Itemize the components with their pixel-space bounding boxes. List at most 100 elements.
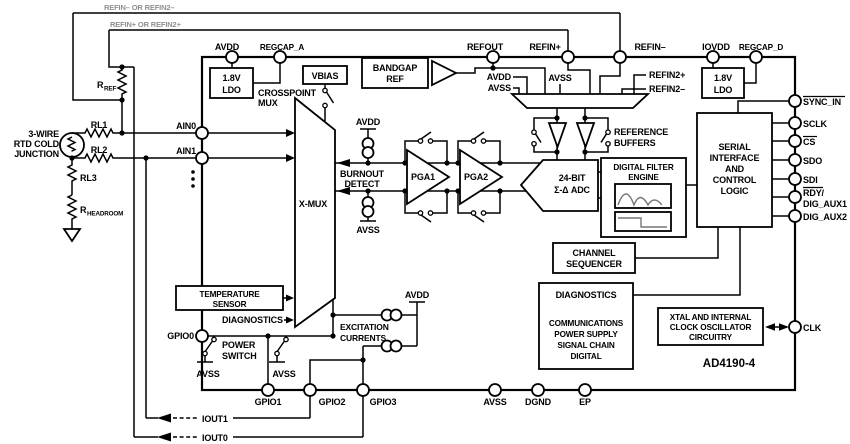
chseq-text-2: SEQUENCER bbox=[566, 259, 622, 269]
bandgap-block bbox=[361, 57, 429, 89]
sinc-curve-icon bbox=[617, 193, 663, 207]
ldo-a-text-2: LDO bbox=[222, 85, 241, 95]
label-pin-gpio3: GPIO3 bbox=[370, 397, 397, 407]
pin-avdd bbox=[225, 50, 239, 64]
label-rl1: RL1 bbox=[91, 120, 108, 130]
pin-gpio3 bbox=[356, 383, 370, 397]
step-curve-icon bbox=[618, 217, 667, 228]
refin2-plus-label: REFIN2+ bbox=[649, 70, 685, 80]
power-switch-text-2: SWITCH bbox=[222, 351, 257, 361]
burnout-text-1: BURNOUT bbox=[340, 169, 385, 179]
gpio-power-switches bbox=[197, 336, 289, 363]
label-rl3: RL3 bbox=[80, 173, 97, 183]
label-rheadroom-base: R bbox=[80, 205, 87, 215]
ref-buffer-triangle-1 bbox=[547, 122, 568, 150]
diagnostics-label: DIAGNOSTICS bbox=[222, 315, 283, 325]
label-rref-base: R bbox=[97, 80, 104, 90]
adc-block bbox=[519, 159, 599, 212]
serial-text-3: AND bbox=[725, 164, 745, 174]
current-source-icon bbox=[361, 146, 375, 159]
dfe-text-2: ENGINE bbox=[628, 173, 659, 182]
bandgap-buffer-triangle bbox=[431, 59, 459, 87]
excitation-text-2: CURRENTS bbox=[340, 333, 387, 343]
xmux-block bbox=[294, 96, 336, 329]
current-source-icon bbox=[361, 205, 375, 218]
rtd-label-1: 3-WIRE bbox=[28, 129, 59, 139]
label-pin-gpio1: GPIO1 bbox=[255, 397, 282, 407]
serial-interface-block bbox=[696, 112, 773, 228]
pin-ain0 bbox=[195, 126, 209, 140]
vbias-switch-icon bbox=[322, 84, 335, 121]
pin-iovdd bbox=[706, 50, 720, 64]
pin-rdy-dig-aux1 bbox=[788, 190, 802, 204]
burnout-avdd-label: AVDD bbox=[356, 117, 381, 127]
xtal-oscillator-block bbox=[657, 307, 764, 346]
diag-text-4: DIGITAL bbox=[570, 352, 601, 361]
pga2-chop-switches bbox=[457, 131, 501, 223]
iout0-arrowhead-icon bbox=[157, 432, 171, 442]
rtd-sensor-icon bbox=[59, 132, 85, 158]
rtd-label-2: RTD COLD bbox=[14, 139, 60, 149]
label-iout1: IOUT1 bbox=[202, 414, 228, 424]
burnout-current-sources bbox=[361, 137, 375, 218]
switch1-avss-label: AVSS bbox=[196, 369, 219, 379]
pin-gpio0 bbox=[195, 329, 209, 343]
refin2-minus-label: REFIN2– bbox=[649, 84, 685, 94]
crosspoint-text-2: MUX bbox=[258, 98, 278, 108]
excitation-current-sources bbox=[380, 308, 403, 353]
ldo-d-text-2: LDO bbox=[714, 85, 733, 95]
current-source-icon bbox=[389, 339, 403, 353]
label-pin-gpio2: GPIO2 bbox=[319, 397, 346, 407]
label-pin-dig-aux2: DIG_AUX2 bbox=[803, 212, 847, 222]
pga1-text: PGA1 bbox=[411, 172, 435, 182]
pin-sync-in bbox=[788, 94, 802, 108]
label-pin-ain0: AIN0 bbox=[176, 121, 196, 131]
label-pin-gpio0: GPIO0 bbox=[167, 331, 194, 341]
vbias-text: VBIAS bbox=[312, 71, 339, 81]
xtal-text-3: CIRCUITRY bbox=[689, 333, 733, 342]
pin-gpio2 bbox=[303, 383, 317, 397]
temperature-sensor-block bbox=[175, 285, 284, 311]
pin-sdi bbox=[788, 172, 802, 186]
label-pin-cs: CS bbox=[803, 137, 815, 147]
pin-dig-aux2 bbox=[788, 209, 802, 223]
temp-text-1: TEMPERATURE bbox=[199, 290, 260, 299]
pga2-triangle bbox=[459, 148, 504, 206]
pin-refout bbox=[486, 50, 500, 64]
ldo-digital-block bbox=[701, 67, 745, 99]
xtal-text-2: CLOCK OSCILLATOR bbox=[670, 323, 752, 332]
pin-avss bbox=[488, 383, 502, 397]
label-pin-dig-aux1: DIG_AUX1 bbox=[803, 199, 847, 209]
pin-ain1 bbox=[195, 151, 209, 165]
power-switch-text-1: POWER bbox=[222, 340, 256, 350]
label-pin-refin-minus: REFIN– bbox=[634, 42, 665, 52]
pga1-chop-switches bbox=[404, 131, 448, 223]
resistor-rl3 bbox=[66, 158, 78, 195]
label-pin-ain1: AIN1 bbox=[176, 146, 196, 156]
refin-minus-note: REFIN– OR REFIN2– bbox=[104, 3, 174, 12]
pin-sdo bbox=[788, 153, 802, 167]
adc-text-2: Σ-Δ ADC bbox=[554, 185, 590, 195]
label-pin-refout: REFOUT bbox=[467, 42, 504, 52]
ldo-d-text-1: 1.8V bbox=[714, 73, 732, 83]
reference-mux-block bbox=[509, 93, 651, 109]
label-pin-rdy: RDY/ bbox=[803, 188, 825, 198]
channel-sequencer-block bbox=[552, 242, 636, 274]
diag-title: DIAGNOSTICS bbox=[556, 290, 617, 300]
current-source-icon bbox=[389, 308, 403, 322]
serial-text-2: INTERFACE bbox=[710, 153, 760, 163]
label-pin-avdd: AVDD bbox=[215, 42, 240, 52]
pin-refin-plus bbox=[561, 50, 575, 64]
pin-ep bbox=[578, 383, 592, 397]
ref-buffer-triangle-2 bbox=[575, 122, 596, 150]
pin-cs bbox=[788, 134, 802, 148]
crosspoint-text-1: CROSSPOINT bbox=[258, 88, 317, 98]
chseq-text-1: CHANNEL bbox=[573, 248, 617, 258]
iout1-arrowhead-icon bbox=[157, 413, 171, 423]
ldo-a-text-1: 1.8V bbox=[223, 73, 241, 83]
refbuf-text-2: BUFFERS bbox=[614, 138, 656, 148]
pin-sclk bbox=[788, 116, 802, 130]
pins bbox=[195, 50, 802, 397]
